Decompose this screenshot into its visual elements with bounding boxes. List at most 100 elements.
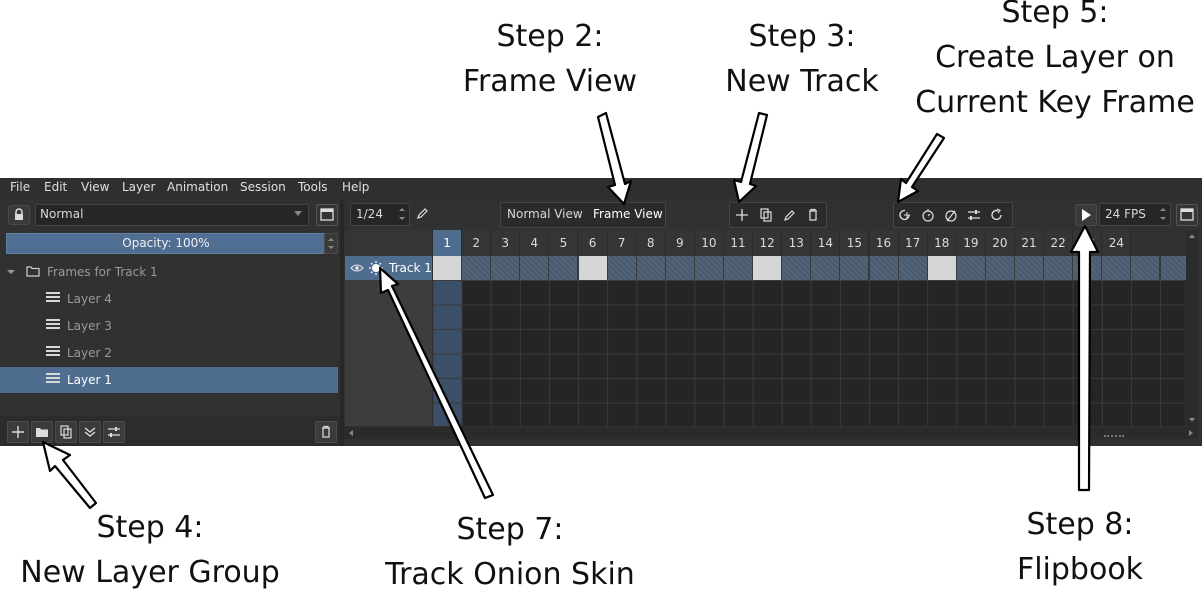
keyframe-cell[interactable]: [927, 256, 957, 280]
frame-number-cell[interactable]: 24: [1102, 230, 1132, 256]
keyframe-cell[interactable]: [578, 256, 608, 280]
keyframe-cell[interactable]: [433, 256, 463, 280]
frame-cell[interactable]: [491, 256, 521, 280]
frame-cell[interactable]: [1015, 256, 1045, 280]
refresh-keyframe-button[interactable]: [988, 206, 1006, 224]
duplicate-frame-button[interactable]: [757, 206, 775, 224]
add-layer-button[interactable]: [7, 421, 29, 443]
edit-frame-button[interactable]: [413, 205, 431, 223]
chevron-left-icon[interactable]: [346, 427, 356, 439]
frame-cell[interactable]: [840, 256, 870, 280]
fps-field[interactable]: 24 FPS: [1099, 203, 1171, 226]
track-row[interactable]: Track 1: [345, 256, 432, 280]
timeline-float-button[interactable]: [1176, 204, 1198, 226]
flipbook-play-button[interactable]: [1075, 204, 1097, 226]
keyframe-settings-button[interactable]: [965, 206, 983, 224]
layer-row[interactable]: Layer 3: [0, 313, 338, 339]
frame-cell[interactable]: [869, 256, 899, 280]
onion-skin-icon[interactable]: [368, 260, 384, 276]
opacity-spinner[interactable]: [324, 233, 338, 254]
delete-track-button[interactable]: [804, 206, 822, 224]
duplicate-layer-button[interactable]: [55, 421, 77, 443]
frame-number-cell[interactable]: 20: [985, 230, 1015, 256]
spinner-arrows-icon[interactable]: [397, 204, 407, 224]
remove-keyframe-button[interactable]: [942, 206, 960, 224]
frame-number-cell[interactable]: 7: [607, 230, 637, 256]
menu-view[interactable]: View: [81, 180, 110, 194]
chevron-up-icon[interactable]: [1186, 231, 1198, 241]
frame-cell[interactable]: [1131, 256, 1161, 280]
frame-number-cell[interactable]: 4: [520, 230, 550, 256]
frame-number-cell[interactable]: 17: [898, 230, 928, 256]
move-layer-down-button[interactable]: [79, 421, 101, 443]
frame-number-cell[interactable]: 1: [433, 230, 463, 256]
frame-number-cell[interactable]: 23: [1073, 230, 1103, 256]
frame-cell[interactable]: [462, 256, 492, 280]
new-layer-group-button[interactable]: [31, 421, 53, 443]
resize-grip[interactable]: [1104, 435, 1124, 439]
frame-cell[interactable]: [956, 256, 986, 280]
frame-cell[interactable]: [607, 256, 637, 280]
frame-number-cell[interactable]: 18: [927, 230, 957, 256]
frame-cell[interactable]: [549, 256, 579, 280]
frame-view-button[interactable]: Frame View: [593, 207, 663, 221]
frame-number-cell[interactable]: 2: [462, 230, 492, 256]
blend-mode-select[interactable]: Normal: [35, 204, 309, 226]
frame-number-cell[interactable]: 13: [782, 230, 812, 256]
frame-number-cell[interactable]: 16: [869, 230, 899, 256]
delete-layer-button[interactable]: [315, 421, 337, 443]
frame-cell[interactable]: [665, 256, 695, 280]
frame-cell[interactable]: [520, 256, 550, 280]
frame-grid[interactable]: [433, 256, 1185, 426]
frame-number-cell[interactable]: 3: [491, 230, 521, 256]
timeline-horizontal-scrollbar[interactable]: [344, 427, 1198, 439]
frame-cell[interactable]: [1073, 256, 1103, 280]
chevron-down-icon[interactable]: [1186, 415, 1198, 425]
frame-number-cell[interactable]: 19: [956, 230, 986, 256]
frame-cell[interactable]: [694, 256, 724, 280]
frame-number-cell[interactable]: 21: [1015, 230, 1045, 256]
frame-number-cell[interactable]: 15: [840, 230, 870, 256]
frame-cell[interactable]: [724, 256, 754, 280]
layer-properties-button[interactable]: [103, 421, 125, 443]
menu-help[interactable]: Help: [342, 180, 370, 194]
frame-number-cell[interactable]: 12: [753, 230, 783, 256]
menu-layer[interactable]: Layer: [122, 180, 156, 194]
frame-cell[interactable]: [811, 256, 841, 280]
frame-cell[interactable]: [1160, 256, 1190, 280]
frame-cell[interactable]: [1102, 256, 1132, 280]
keyframe-cell[interactable]: [753, 256, 783, 280]
spinner-arrows-icon[interactable]: [1158, 204, 1168, 224]
new-track-button[interactable]: [733, 206, 751, 224]
frame-number-cell[interactable]: 6: [578, 230, 608, 256]
rename-track-button[interactable]: [781, 206, 799, 224]
frame-number-cell[interactable]: 9: [665, 230, 695, 256]
frame-number-cell[interactable]: 11: [724, 230, 754, 256]
frame-cell[interactable]: [985, 256, 1015, 280]
normal-view-button[interactable]: Normal View: [507, 207, 583, 221]
menu-file[interactable]: File: [10, 180, 31, 194]
timeline-vertical-scrollbar[interactable]: [1186, 230, 1198, 426]
opacity-slider[interactable]: Opacity: 100%: [6, 233, 326, 254]
current-frame-field[interactable]: 1/24: [350, 203, 410, 226]
frame-cell[interactable]: [898, 256, 928, 280]
layer-row[interactable]: Layer 4: [0, 286, 338, 312]
frame-number-cell[interactable]: 8: [636, 230, 666, 256]
frame-number-cell[interactable]: 5: [549, 230, 579, 256]
panel-splitter[interactable]: [340, 200, 344, 446]
frame-cell[interactable]: [1044, 256, 1074, 280]
chevron-right-icon[interactable]: [1186, 427, 1196, 439]
menu-tools[interactable]: Tools: [298, 180, 328, 194]
layers-panel-float-button[interactable]: [316, 204, 338, 226]
frame-cell[interactable]: [636, 256, 666, 280]
frame-cell[interactable]: [782, 256, 812, 280]
menu-edit[interactable]: Edit: [44, 180, 68, 194]
expand-arrow-icon[interactable]: [6, 267, 16, 277]
lock-alpha-button[interactable]: [8, 205, 30, 225]
menu-animation[interactable]: Animation: [167, 180, 229, 194]
layer-group-row[interactable]: Frames for Track 1: [0, 259, 338, 285]
frame-number-cell[interactable]: 22: [1044, 230, 1074, 256]
menu-session[interactable]: Session: [240, 180, 286, 194]
frame-number-cell[interactable]: 10: [694, 230, 724, 256]
create-layer-on-keyframe-button[interactable]: [896, 206, 914, 224]
